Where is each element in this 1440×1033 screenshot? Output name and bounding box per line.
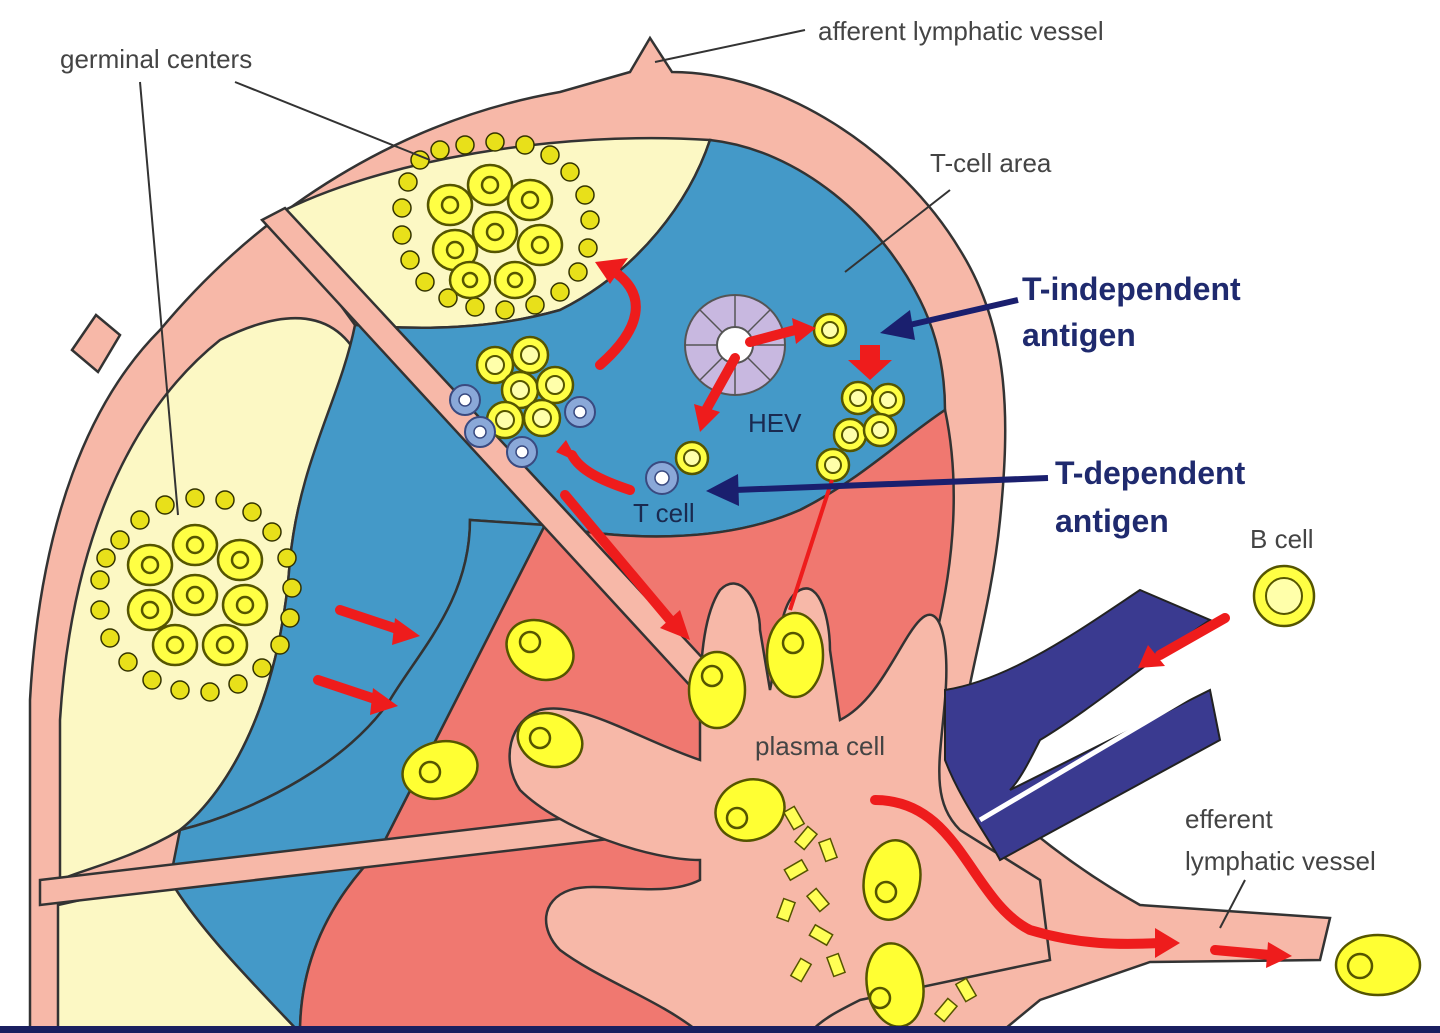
t-cell-pair — [645, 440, 710, 495]
label-t-independent: T-independent — [1022, 271, 1241, 307]
germinal-center-top — [392, 132, 600, 320]
leader-tcell-area — [844, 189, 951, 273]
antibodies — [775, 805, 978, 1023]
label-efferent: efferent — [1185, 804, 1273, 834]
label-efferent-vessel: lymphatic vessel — [1185, 846, 1376, 876]
paracortex-lower — [168, 518, 547, 1033]
label-t-cell-area: T-cell area — [930, 148, 1052, 178]
label-t-cell: T cell — [633, 498, 695, 528]
leader-germinal-1 — [139, 81, 179, 516]
footer-bar — [0, 1026, 1440, 1033]
antigen-arrows — [706, 297, 1049, 506]
capsule-left-stub — [70, 313, 122, 374]
label-t-dependent: T-dependent — [1055, 455, 1246, 491]
free-b-cell — [1252, 564, 1316, 628]
label-t-dependent-antigen: antigen — [1055, 503, 1169, 539]
b-cells-t-independent — [812, 312, 906, 483]
red-arrows — [313, 258, 1292, 968]
paracortex-cluster — [449, 335, 596, 468]
label-plasma-cell: plasma cell — [755, 731, 885, 761]
leader-germinal-2 — [234, 81, 431, 161]
label-hev: HEV — [748, 408, 802, 438]
label-b-cell: B cell — [1250, 524, 1314, 554]
hev-vessel — [684, 294, 786, 396]
label-afferent-vessel: afferent lymphatic vessel — [818, 16, 1104, 46]
blood-vessel — [944, 588, 1222, 862]
plasma-cells — [401, 611, 1422, 1028]
blood-vessel-lumen — [978, 687, 1202, 823]
label-t-independent-antigen: antigen — [1022, 317, 1136, 353]
germinal-center-left — [90, 488, 302, 702]
leader-efferent — [1219, 879, 1246, 929]
leader-afferent — [654, 29, 806, 63]
label-germinal-centers: germinal centers — [60, 44, 252, 74]
